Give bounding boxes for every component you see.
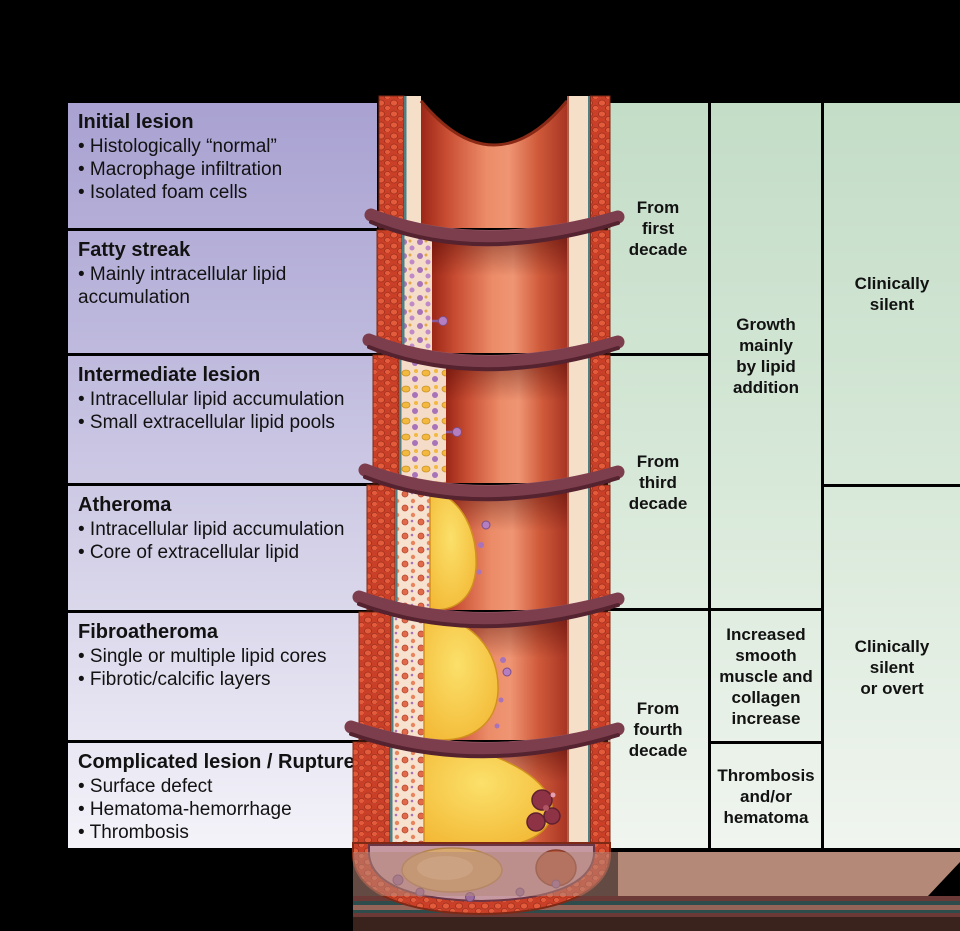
grid-line [824,484,960,487]
growth-cell-smooth-muscle: Increased smooth muscle and collagen inc… [719,624,813,728]
stage-heading: Fibroatheroma [78,621,219,643]
stage-heading: Intermediate lesion [78,364,261,386]
stage-bullets: • Histologically “normal” • Macrophage i… [78,136,283,203]
stage-row-fibroatheroma: Fibroatheroma • Single or multiple lipid… [68,613,377,743]
grid-line [608,608,708,611]
artery-segment-5 [358,611,611,741]
stage-bullets: • Intracellular lipid accumulation • Sma… [78,389,345,433]
artery-segment-4 [366,484,611,611]
stage-bullets: • Single or multiple lipid cores • Fibro… [78,646,327,690]
stage-row-intermediate-lesion: Intermediate lesion • Intracellular lipi… [68,356,377,486]
grid-line [708,100,711,851]
stage-row-initial-lesion: Initial lesion • Histologically “normal”… [68,103,377,231]
growth-cell-lipid-addition: Growth mainly by lipid addition [732,314,800,397]
segment-rims [344,208,625,759]
artery-segment-3 [372,354,611,484]
stage-heading: Fatty streak [78,239,191,261]
stage-bullets: • Surface defect • Hematoma-hemorrhage •… [78,776,292,843]
growth-cell-thrombosis: Thrombosis and/or hematoma [717,765,815,827]
grid-line [821,100,824,851]
stage-table: Initial lesion • Histologically “normal”… [65,100,380,851]
artery-segment-6 [352,741,611,846]
stage-bullets: • Mainly intracellular lipid accumulatio… [78,264,287,308]
grid-line [711,608,821,611]
stage-row-atheroma: Atheroma • Intracellular lipid accumulat… [68,486,377,613]
artery-segment-1 [378,95,611,229]
grid-line [608,353,708,356]
thrombus [526,789,561,832]
stage-heading: Initial lesion [78,111,194,133]
vessel-bottom-bands [353,852,960,931]
stage-row-fatty-streak: Fatty streak • Mainly intracellular lipi… [68,231,377,356]
timeline-panel [605,100,960,851]
clinical-cell-silent: Clinically silent [854,273,930,314]
timeline-cell-first-decade: From first decade [628,197,688,259]
artery-segment-2 [376,229,611,354]
stage-heading: Complicated lesion / Rupture [78,751,355,773]
stage-bullets: • Intracellular lipid accumulation • Cor… [78,519,345,563]
timeline-cell-third-decade: From third decade [628,451,688,513]
grid-line [711,741,821,744]
stage-heading: Atheroma [78,494,172,516]
timeline-cell-fourth-decade: From fourth decade [628,699,688,760]
stage-row-complicated-lesion: Complicated lesion / Rupture • Surface d… [68,743,377,848]
mauve-overlay-band [353,852,618,896]
artery-illustration [344,95,960,931]
clinical-cell-silent-or-overt: Clinically silent or overt [854,637,930,698]
